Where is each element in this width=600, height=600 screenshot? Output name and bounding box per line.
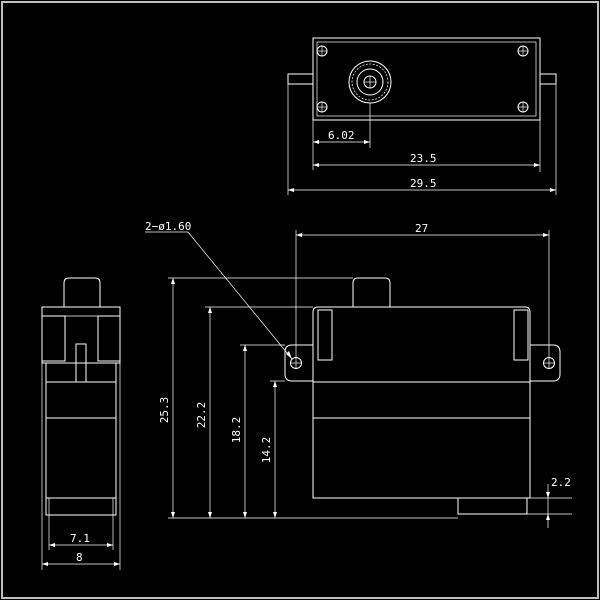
- side-view-upper-body: [41, 306, 121, 364]
- dim-shaft-offset-label: 6.02: [328, 129, 355, 142]
- top-view: 6.02 23.5 29.5: [287, 37, 557, 195]
- dim-height-mount: 14.2: [260, 380, 285, 518]
- dim-height-body-label: 22.2: [195, 402, 208, 429]
- output-shaft: [348, 60, 392, 104]
- dim-overall-length-label: 29.5: [410, 177, 437, 190]
- dim-hole-callout-label: 2−ø1.60: [145, 220, 191, 233]
- dim-height-body: 22.2: [195, 306, 313, 518]
- dim-inner-width: 7.1: [48, 515, 114, 550]
- dim-overall-width-label: 27: [415, 222, 428, 235]
- dim-bottom-step-label: 2.2: [551, 476, 571, 489]
- dim-hole-callout: 2−ø1.60: [145, 220, 293, 360]
- dim-overall-length: 29.5: [287, 84, 557, 195]
- top-view-body: [312, 37, 541, 121]
- dim-inner-width-label: 7.1: [70, 532, 90, 545]
- front-view-right-ear: [530, 344, 561, 382]
- side-view-bottom-cap: [45, 497, 117, 516]
- top-view-body-inner: [316, 41, 537, 117]
- dim-height-total: 25.3: [158, 277, 353, 518]
- dim-body-length-label: 23.5: [410, 152, 437, 165]
- dim-shaft-offset: 6.02: [312, 103, 371, 170]
- dim-height-mount-label: 14.2: [260, 437, 273, 464]
- side-view-top-block: [63, 277, 101, 307]
- dim-outer-width-label: 8: [76, 551, 83, 564]
- front-view: 2−ø1.60 27 25.3 22.2: [145, 220, 572, 528]
- side-view-lower-body: [45, 362, 117, 499]
- front-view-gear-hump: [352, 277, 391, 307]
- top-view-left-ear: [287, 73, 313, 85]
- top-view-right-ear: [540, 73, 557, 85]
- dim-height-tab: 18.2: [230, 344, 285, 518]
- dim-overall-width: 27: [295, 222, 550, 357]
- dim-height-tab-label: 18.2: [230, 417, 243, 444]
- dim-outer-width: 8: [41, 363, 121, 570]
- side-view: 7.1 8: [41, 277, 121, 570]
- front-view-case: [312, 306, 531, 499]
- dim-height-total-label: 25.3: [158, 397, 171, 424]
- front-view-bottom-cap: [457, 498, 528, 515]
- front-view-left-ear: [284, 344, 313, 382]
- dim-bottom-step: 2.2: [527, 476, 572, 528]
- top-view-screw-holes: [316, 45, 529, 113]
- dim-body-length: 23.5: [313, 120, 541, 172]
